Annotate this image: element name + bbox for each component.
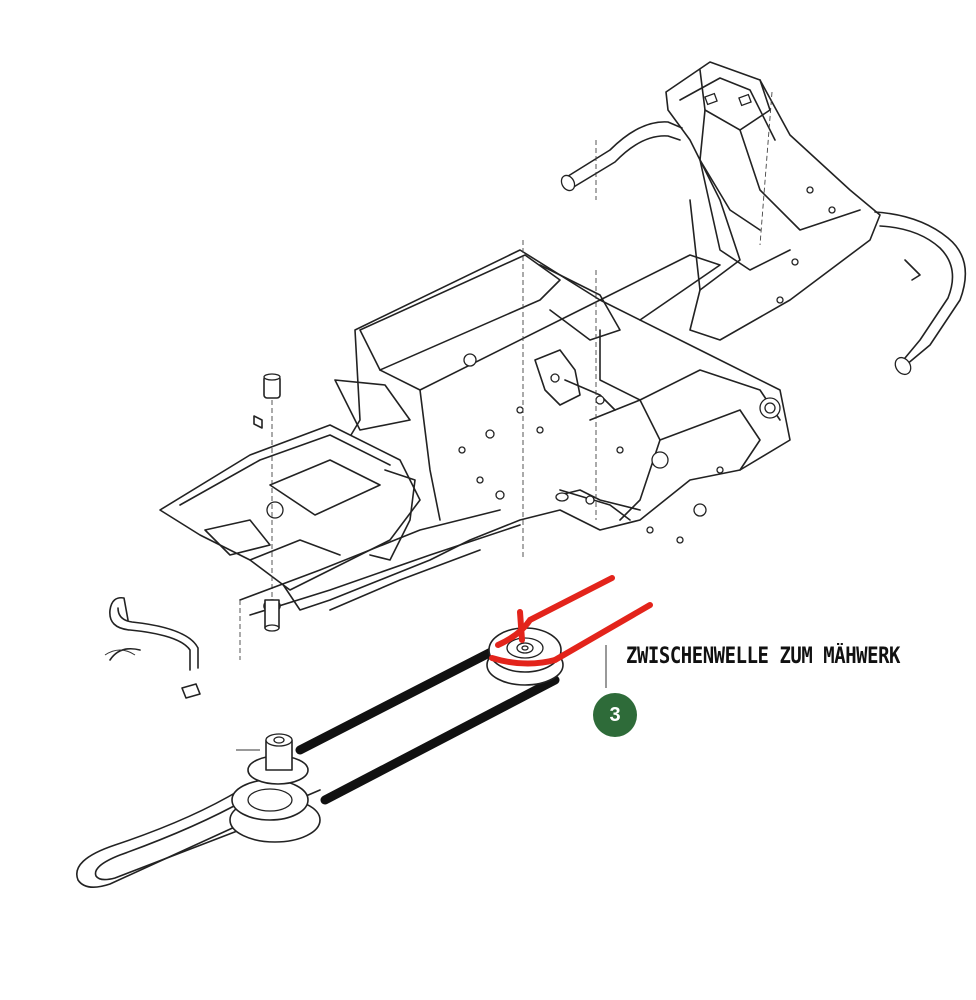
drive-belt: [295, 645, 500, 755]
intermediate-shaft-pulley: [486, 627, 564, 686]
lower-frame: [239, 469, 521, 660]
belt-drive: [76, 575, 653, 888]
bent-rod: [104, 596, 201, 699]
left-handle: [560, 121, 683, 200]
chassis-frame: [279, 240, 791, 611]
callout-number-badge: 3: [593, 693, 637, 737]
steering-column-frame: [665, 61, 881, 341]
right-handle: [874, 211, 967, 376]
idler-arm: [76, 789, 321, 888]
drive-pulley: [229, 733, 321, 843]
callout-label: ZWISCHENWELLE ZUM MÄHWERK: [626, 644, 901, 669]
floor-pan: [159, 373, 421, 600]
